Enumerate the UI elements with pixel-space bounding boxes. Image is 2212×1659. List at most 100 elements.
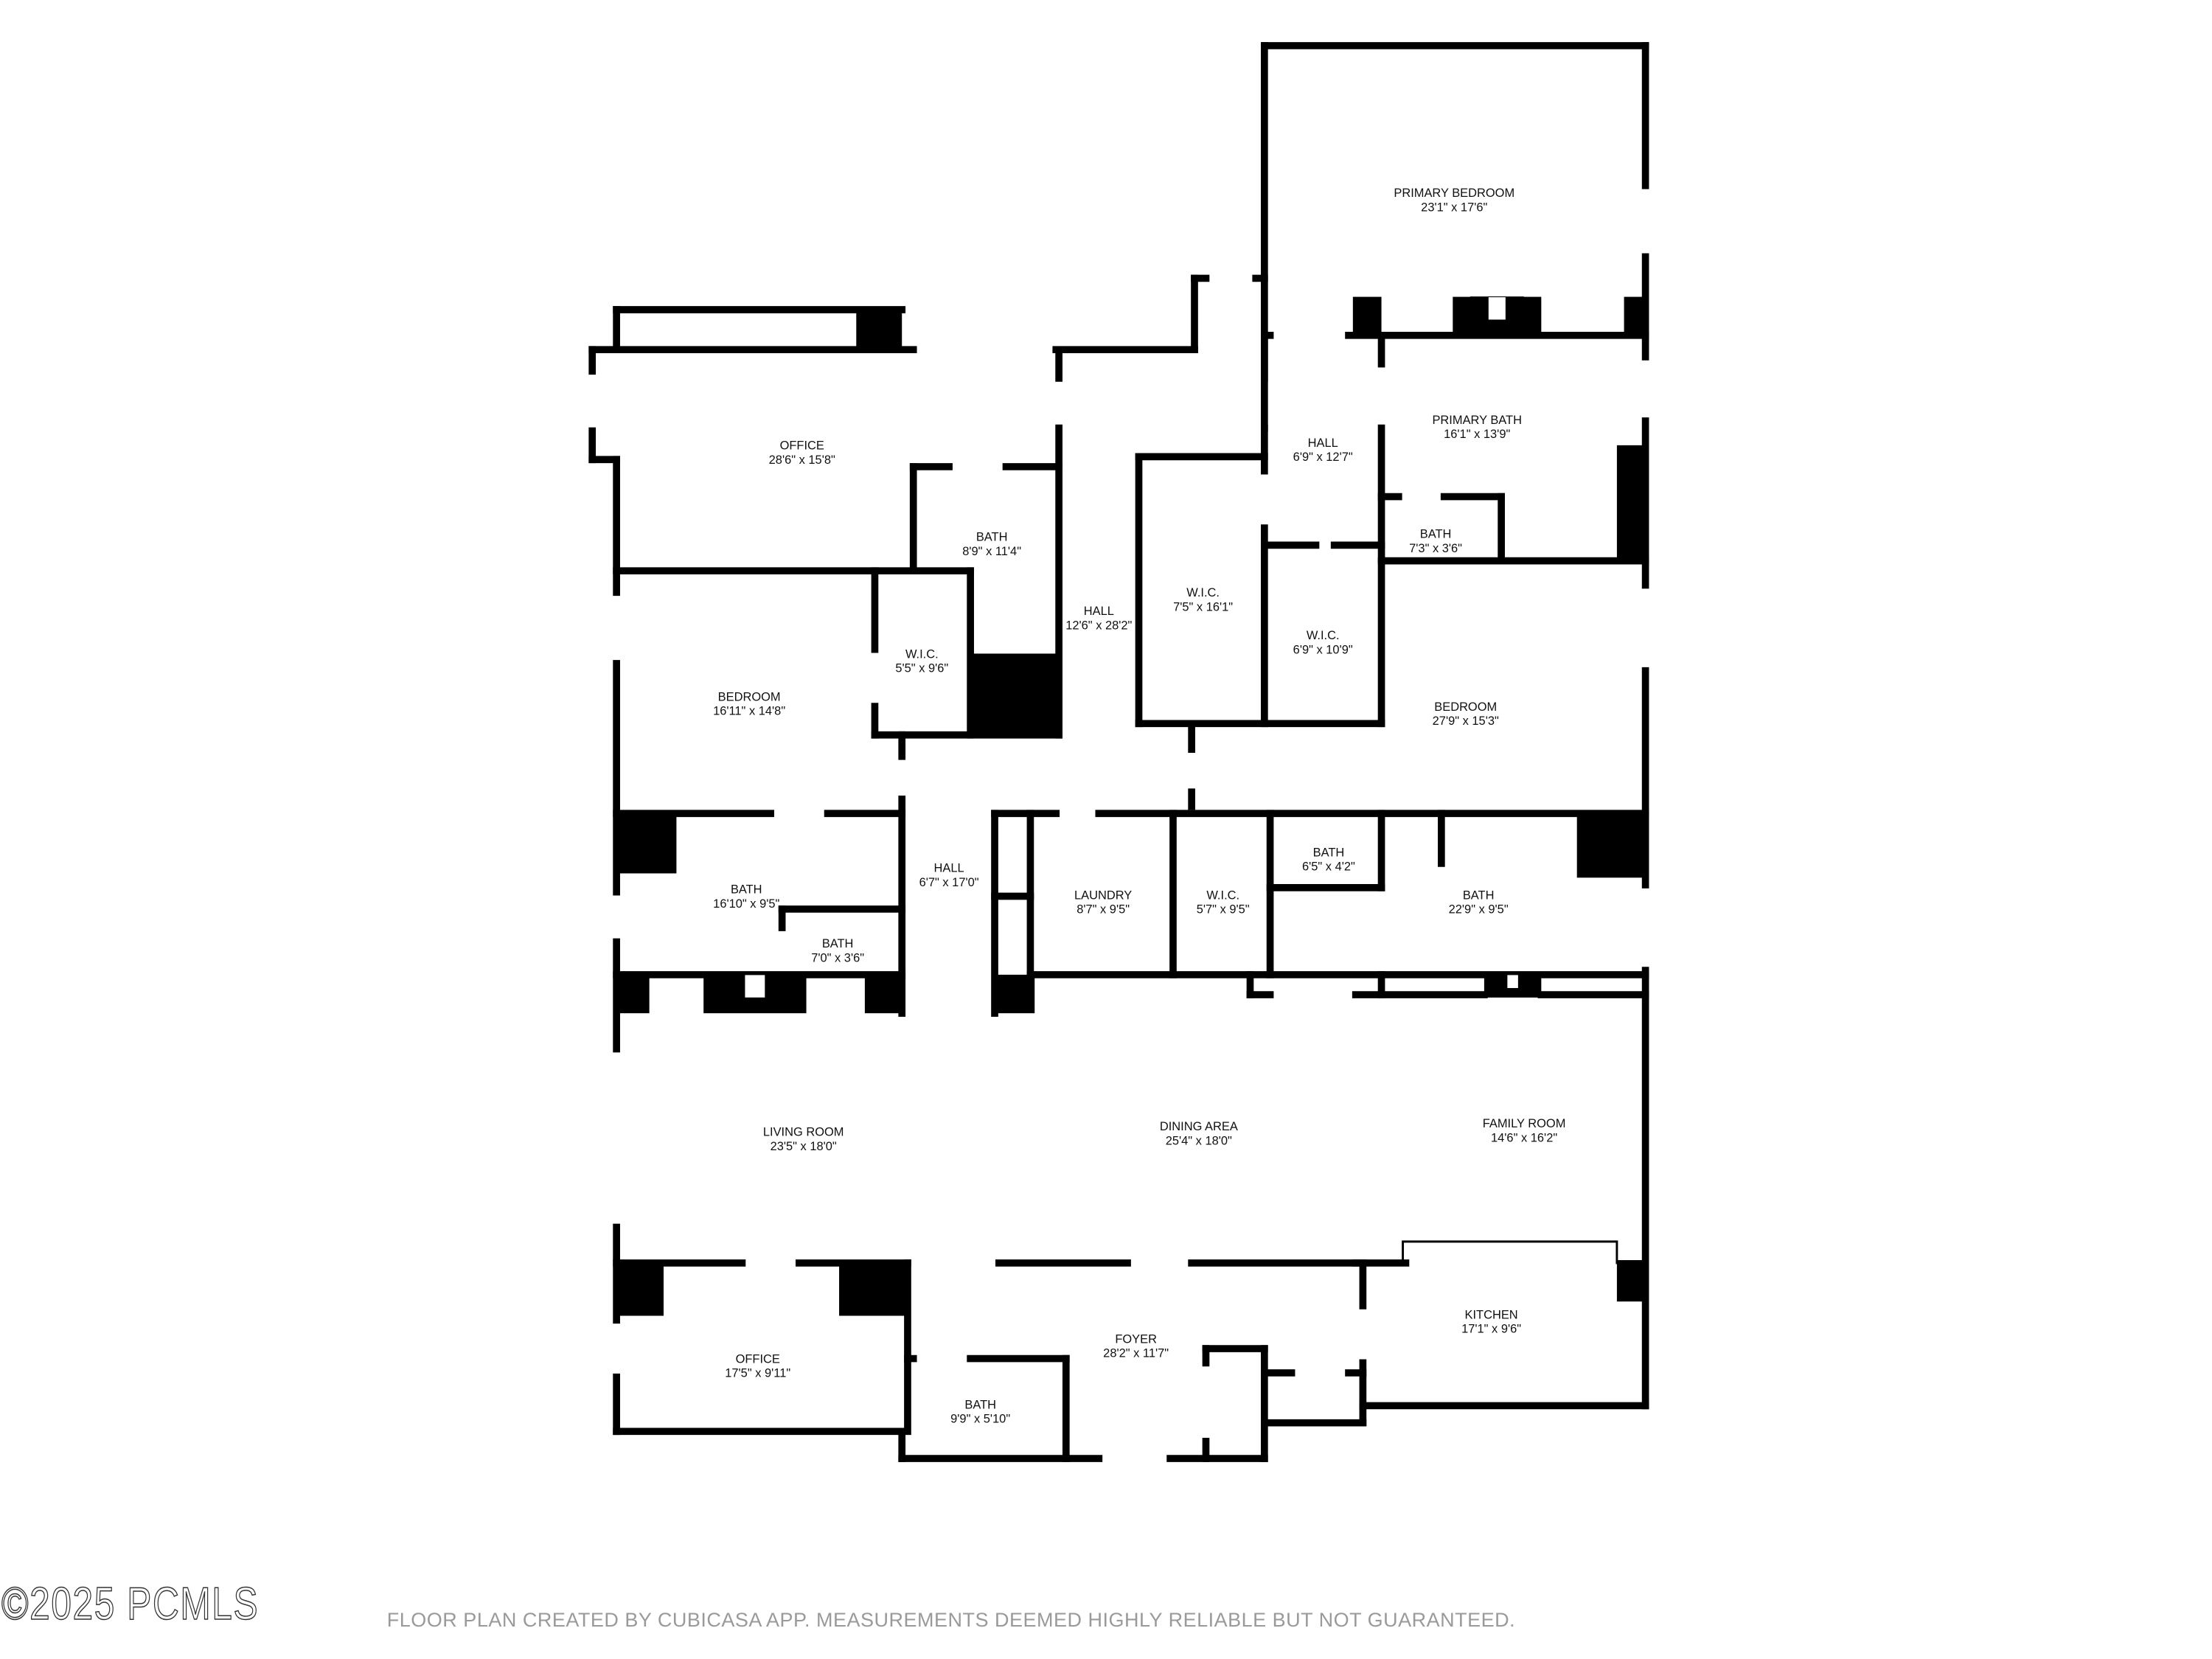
svg-text:LIVING ROOM: LIVING ROOM	[763, 1126, 844, 1139]
svg-text:W.I.C.: W.I.C.	[1206, 888, 1239, 902]
structural-column	[616, 1262, 664, 1316]
svg-text:7'3" x 3'6": 7'3" x 3'6"	[1409, 542, 1462, 555]
svg-text:HALL: HALL	[1084, 605, 1114, 618]
svg-text:BEDROOM: BEDROOM	[1434, 700, 1497, 714]
room-kitchen: KITCHEN 17'1" x 9'6"	[1461, 1308, 1521, 1335]
fireplace	[1484, 974, 1542, 998]
room-wic-left: W.I.C.5'5" x 9'6"	[895, 647, 948, 675]
watermark-logo: ©2025 PCMLS	[1, 1578, 260, 1630]
svg-text:HALL: HALL	[1308, 437, 1338, 450]
structural-column	[1352, 296, 1382, 335]
kitchen-counter	[1402, 1240, 1618, 1265]
svg-text:W.I.C.: W.I.C.	[905, 647, 939, 661]
structural-column	[864, 974, 902, 1014]
svg-text:BATH: BATH	[1420, 528, 1452, 541]
svg-text:LAUNDRY: LAUNDRY	[1074, 888, 1132, 902]
structural-column	[1616, 445, 1649, 561]
svg-text:16'1" x 13'9": 16'1" x 13'9"	[1444, 428, 1510, 441]
svg-text:BATH: BATH	[731, 883, 762, 897]
svg-text:5'5" x 9'6": 5'5" x 9'6"	[895, 662, 948, 675]
svg-text:W.I.C.: W.I.C.	[1186, 586, 1220, 599]
svg-text:W.I.C.: W.I.C.	[1307, 629, 1340, 642]
svg-text:OFFICE: OFFICE	[736, 1352, 780, 1366]
svg-text:6'5" x 4'2": 6'5" x 4'2"	[1302, 860, 1355, 874]
structural-column	[616, 813, 677, 874]
svg-text:16'10" x 9'5": 16'10" x 9'5"	[713, 897, 779, 911]
svg-text:9'9" x 5'10": 9'9" x 5'10"	[950, 1413, 1010, 1426]
svg-text:22'9" x 9'5": 22'9" x 9'5"	[1449, 903, 1509, 917]
svg-text:BEDROOM: BEDROOM	[718, 690, 781, 703]
svg-text:PRIMARY BATH: PRIMARY BATH	[1432, 414, 1521, 427]
svg-text:HALL: HALL	[934, 862, 964, 875]
svg-text:FOYER: FOYER	[1115, 1332, 1157, 1346]
room-wic-center: W.I.C.7'5" x 16'1"	[1173, 586, 1233, 613]
svg-text:17'1" x 9'6": 17'1" x 9'6"	[1461, 1323, 1521, 1336]
structural-column	[839, 1262, 908, 1316]
svg-text:28'2" x 11'7": 28'2" x 11'7"	[1103, 1347, 1169, 1360]
svg-text:7'5" x 16'1": 7'5" x 16'1"	[1173, 600, 1233, 613]
svg-text:DINING AREA: DINING AREA	[1160, 1120, 1238, 1133]
wall-blocks	[616, 296, 1649, 1316]
structural-column	[970, 653, 1060, 735]
fireplaces	[703, 296, 1542, 1014]
svg-text:28'6" x 15'8": 28'6" x 15'8"	[769, 453, 835, 467]
svg-text:16'11" x 14'8": 16'11" x 14'8"	[713, 705, 785, 718]
svg-text:8'9" x 11'4": 8'9" x 11'4"	[962, 545, 1021, 558]
footer-disclaimer: FLOOR PLAN CREATED BY CUBICASA APP. MEAS…	[386, 1609, 1516, 1631]
svg-text:5'7" x 9'5": 5'7" x 9'5"	[1197, 903, 1250, 917]
svg-text:FAMILY ROOM: FAMILY ROOM	[1483, 1117, 1566, 1130]
svg-text:14'6" x 16'2": 14'6" x 16'2"	[1491, 1131, 1557, 1144]
room-wic-right: W.I.C.6'9" x 10'9"	[1293, 629, 1353, 656]
structural-column	[1624, 296, 1649, 335]
svg-text:6'9" x 12'7": 6'9" x 12'7"	[1293, 451, 1353, 464]
svg-text:17'5" x 9'11": 17'5" x 9'11"	[725, 1367, 790, 1380]
structural-column	[995, 974, 1035, 1014]
room-bedroom-left: BEDROOM 16'11" x 14'8"	[713, 690, 785, 717]
svg-text:PRIMARY BEDROOM: PRIMARY BEDROOM	[1394, 187, 1514, 200]
fireplace	[703, 974, 807, 1014]
room-bath-small-left: BATH 7'0" x 3'6"	[811, 937, 864, 964]
structural-column	[1576, 813, 1649, 878]
svg-text:BATH: BATH	[822, 937, 854, 950]
svg-text:BATH: BATH	[1463, 888, 1495, 902]
structural-column	[856, 310, 902, 353]
svg-text:23'5" x 18'0": 23'5" x 18'0"	[771, 1140, 837, 1153]
fireplace	[1453, 296, 1542, 335]
structural-column	[616, 974, 650, 1014]
svg-text:6'7" x 17'0": 6'7" x 17'0"	[919, 876, 979, 889]
svg-text:27'9" x 15'3": 27'9" x 15'3"	[1433, 714, 1499, 728]
svg-text:BATH: BATH	[964, 1398, 996, 1411]
svg-text:BATH: BATH	[976, 531, 1008, 544]
structural-column	[1616, 1260, 1649, 1302]
room-bath-foyer: BATH 9'9" x 5'10"	[950, 1398, 1010, 1425]
walls	[588, 42, 1649, 1462]
svg-text:12'6" x 28'2": 12'6" x 28'2"	[1065, 619, 1132, 633]
svg-text:6'9" x 10'9": 6'9" x 10'9"	[1293, 643, 1353, 656]
svg-text:25'4" x 18'0": 25'4" x 18'0"	[1166, 1134, 1232, 1147]
svg-text:KITCHEN: KITCHEN	[1465, 1308, 1518, 1321]
room-wic-lower: W.I.C.5'7" x 9'5"	[1197, 888, 1250, 916]
svg-text:8'7" x 9'5": 8'7" x 9'5"	[1077, 903, 1130, 917]
svg-text:OFFICE: OFFICE	[780, 439, 824, 453]
svg-text:7'0" x 3'6": 7'0" x 3'6"	[811, 952, 864, 965]
